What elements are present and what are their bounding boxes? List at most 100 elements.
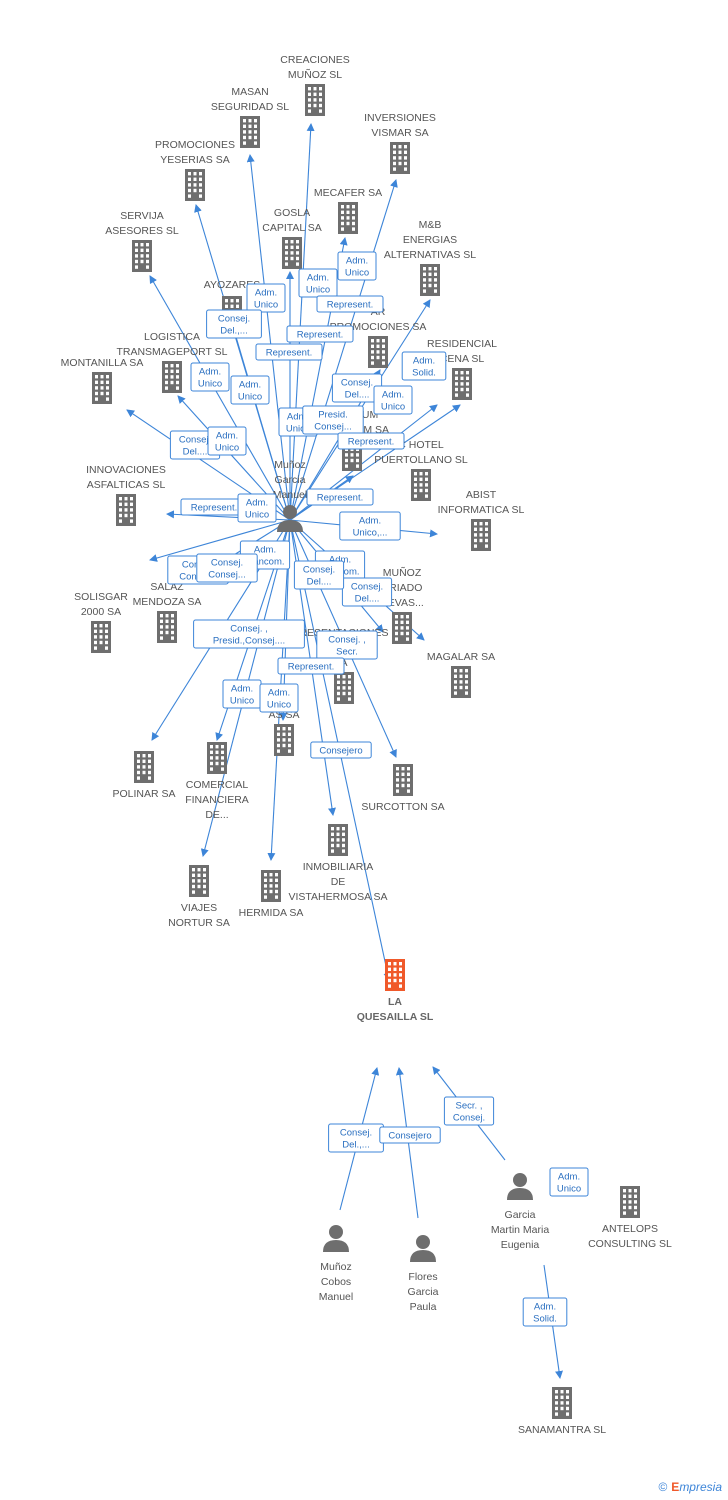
relation-label[interactable]: Consejero bbox=[379, 1126, 441, 1144]
company-node-comercial-financiera[interactable]: COMERCIALFINANCIERADE... bbox=[185, 742, 249, 821]
relation-label[interactable]: Adm.Unico bbox=[373, 385, 413, 415]
relation-label[interactable]: Adm.Unico bbox=[259, 683, 299, 713]
relation-label[interactable]: Adm.Unico bbox=[230, 375, 270, 405]
edge-labels-layer: Adm.UnicoAdm.UnicoAdm.UnicoRepresent.Con… bbox=[167, 251, 589, 1327]
relation-edge bbox=[246, 154, 291, 521]
node-label-line: CREACIONES bbox=[280, 54, 349, 66]
company-node-sanamantra[interactable]: SANAMANTRA SL bbox=[518, 1387, 606, 1436]
relation-label[interactable]: Represent. bbox=[277, 657, 345, 675]
relation-edge bbox=[289, 179, 398, 521]
building-icon bbox=[552, 1387, 572, 1419]
relation-label[interactable]: Consej.Del.... bbox=[293, 560, 345, 590]
relation-label-text: Adm. bbox=[534, 1302, 556, 1313]
relation-label[interactable]: Consej.Del.... bbox=[341, 577, 393, 607]
relation-label-text: Presid. bbox=[318, 410, 348, 421]
relation-label-text: Consej. , bbox=[328, 635, 366, 646]
relation-label-text: Adm. bbox=[254, 545, 276, 556]
company-node-promociones-ar[interactable]: ARPROMOCIONES SA bbox=[330, 306, 427, 368]
relation-label[interactable]: Represent. bbox=[286, 325, 354, 343]
node-label-line: MUÑOZ bbox=[383, 566, 422, 579]
relation-label[interactable]: Represent. bbox=[306, 488, 374, 506]
building-icon bbox=[452, 368, 472, 400]
node-label-line: ENERGIAS bbox=[403, 234, 457, 246]
relation-label[interactable]: Adm.Unico bbox=[246, 283, 286, 313]
relation-label[interactable]: Consej. ,Secr. bbox=[316, 630, 378, 660]
node-label-line: SOLISGAR bbox=[74, 591, 128, 603]
relation-label[interactable]: Consejero bbox=[310, 741, 372, 759]
relation-edge bbox=[149, 275, 291, 521]
relation-label-text: Consejero bbox=[319, 746, 362, 757]
company-node-mecafer[interactable]: MECAFER SA bbox=[314, 187, 382, 234]
relation-label[interactable]: Adm.Unico bbox=[207, 426, 247, 456]
relation-label[interactable]: Consej.Del.,... bbox=[328, 1123, 384, 1153]
building-icon bbox=[134, 751, 154, 783]
relation-label-text: Consej. bbox=[303, 565, 335, 576]
company-node-hermida[interactable]: HERMIDA SA bbox=[239, 870, 304, 919]
relation-label-text: Unico bbox=[286, 424, 310, 435]
company-node-as-sa[interactable]: AS SA bbox=[269, 709, 300, 756]
company-node-montanilla[interactable]: MONTANILLA SA bbox=[61, 357, 144, 404]
relation-label[interactable]: Represent. bbox=[255, 343, 323, 361]
relation-label-text: Consej. bbox=[211, 558, 243, 569]
relation-label-text: Represent. bbox=[348, 437, 394, 448]
relation-label-text: Solid. bbox=[412, 368, 436, 379]
node-label-line: RESIDENCIAL bbox=[427, 338, 497, 350]
building-icon bbox=[132, 240, 152, 272]
relation-label[interactable]: Presid.Consej... bbox=[302, 405, 364, 435]
relation-label-text: Consej... bbox=[208, 570, 246, 581]
company-node-polinar[interactable]: POLINAR SA bbox=[112, 751, 176, 800]
relation-label-text: Consej. , bbox=[230, 624, 268, 635]
company-node-surcotton[interactable]: SURCOTTON SA bbox=[361, 764, 445, 813]
relation-label-text: Adm. bbox=[382, 390, 404, 401]
relation-label[interactable]: Adm.Unico bbox=[222, 679, 262, 709]
relation-label[interactable]: Represent. bbox=[316, 295, 384, 313]
relation-label[interactable]: Adm.Unico bbox=[549, 1167, 589, 1197]
relation-label[interactable]: Adm.Unico bbox=[190, 362, 230, 392]
node-label-line: MECAFER SA bbox=[314, 187, 382, 199]
relation-label[interactable]: Consej. ,Presid.,Consej.... bbox=[193, 619, 305, 649]
relation-label[interactable]: Adm.Unico,... bbox=[339, 511, 401, 541]
node-label-line: YESERIAS SA bbox=[160, 154, 229, 166]
node-label-line: GOSLA bbox=[274, 207, 310, 219]
relation-label-text: Adm. bbox=[246, 498, 268, 509]
node-label-line: HERMIDA SA bbox=[239, 907, 304, 919]
relation-label[interactable]: Adm.Solid. bbox=[522, 1297, 568, 1327]
relation-label[interactable]: Adm.Unico bbox=[337, 251, 377, 281]
relation-edge bbox=[232, 329, 291, 521]
building-icon bbox=[393, 764, 413, 796]
relation-label[interactable]: Represent. bbox=[337, 432, 405, 450]
relation-label[interactable]: Consej.Consej... bbox=[196, 553, 258, 583]
relation-label[interactable]: Represent. bbox=[180, 498, 248, 516]
relation-label[interactable]: Adm.Unico bbox=[298, 268, 338, 298]
relation-label[interactable]: Adm.Unico bbox=[237, 493, 277, 523]
relation-label[interactable]: Adm.Solid. bbox=[401, 351, 447, 381]
building-icon bbox=[91, 621, 111, 653]
building-icon bbox=[240, 116, 260, 148]
company-node-magalar[interactable]: MAGALAR SA bbox=[427, 651, 495, 698]
relation-label[interactable]: Secr. ,Consej. bbox=[443, 1096, 495, 1126]
relation-label[interactable]: Consej.Del.,... bbox=[206, 309, 262, 339]
